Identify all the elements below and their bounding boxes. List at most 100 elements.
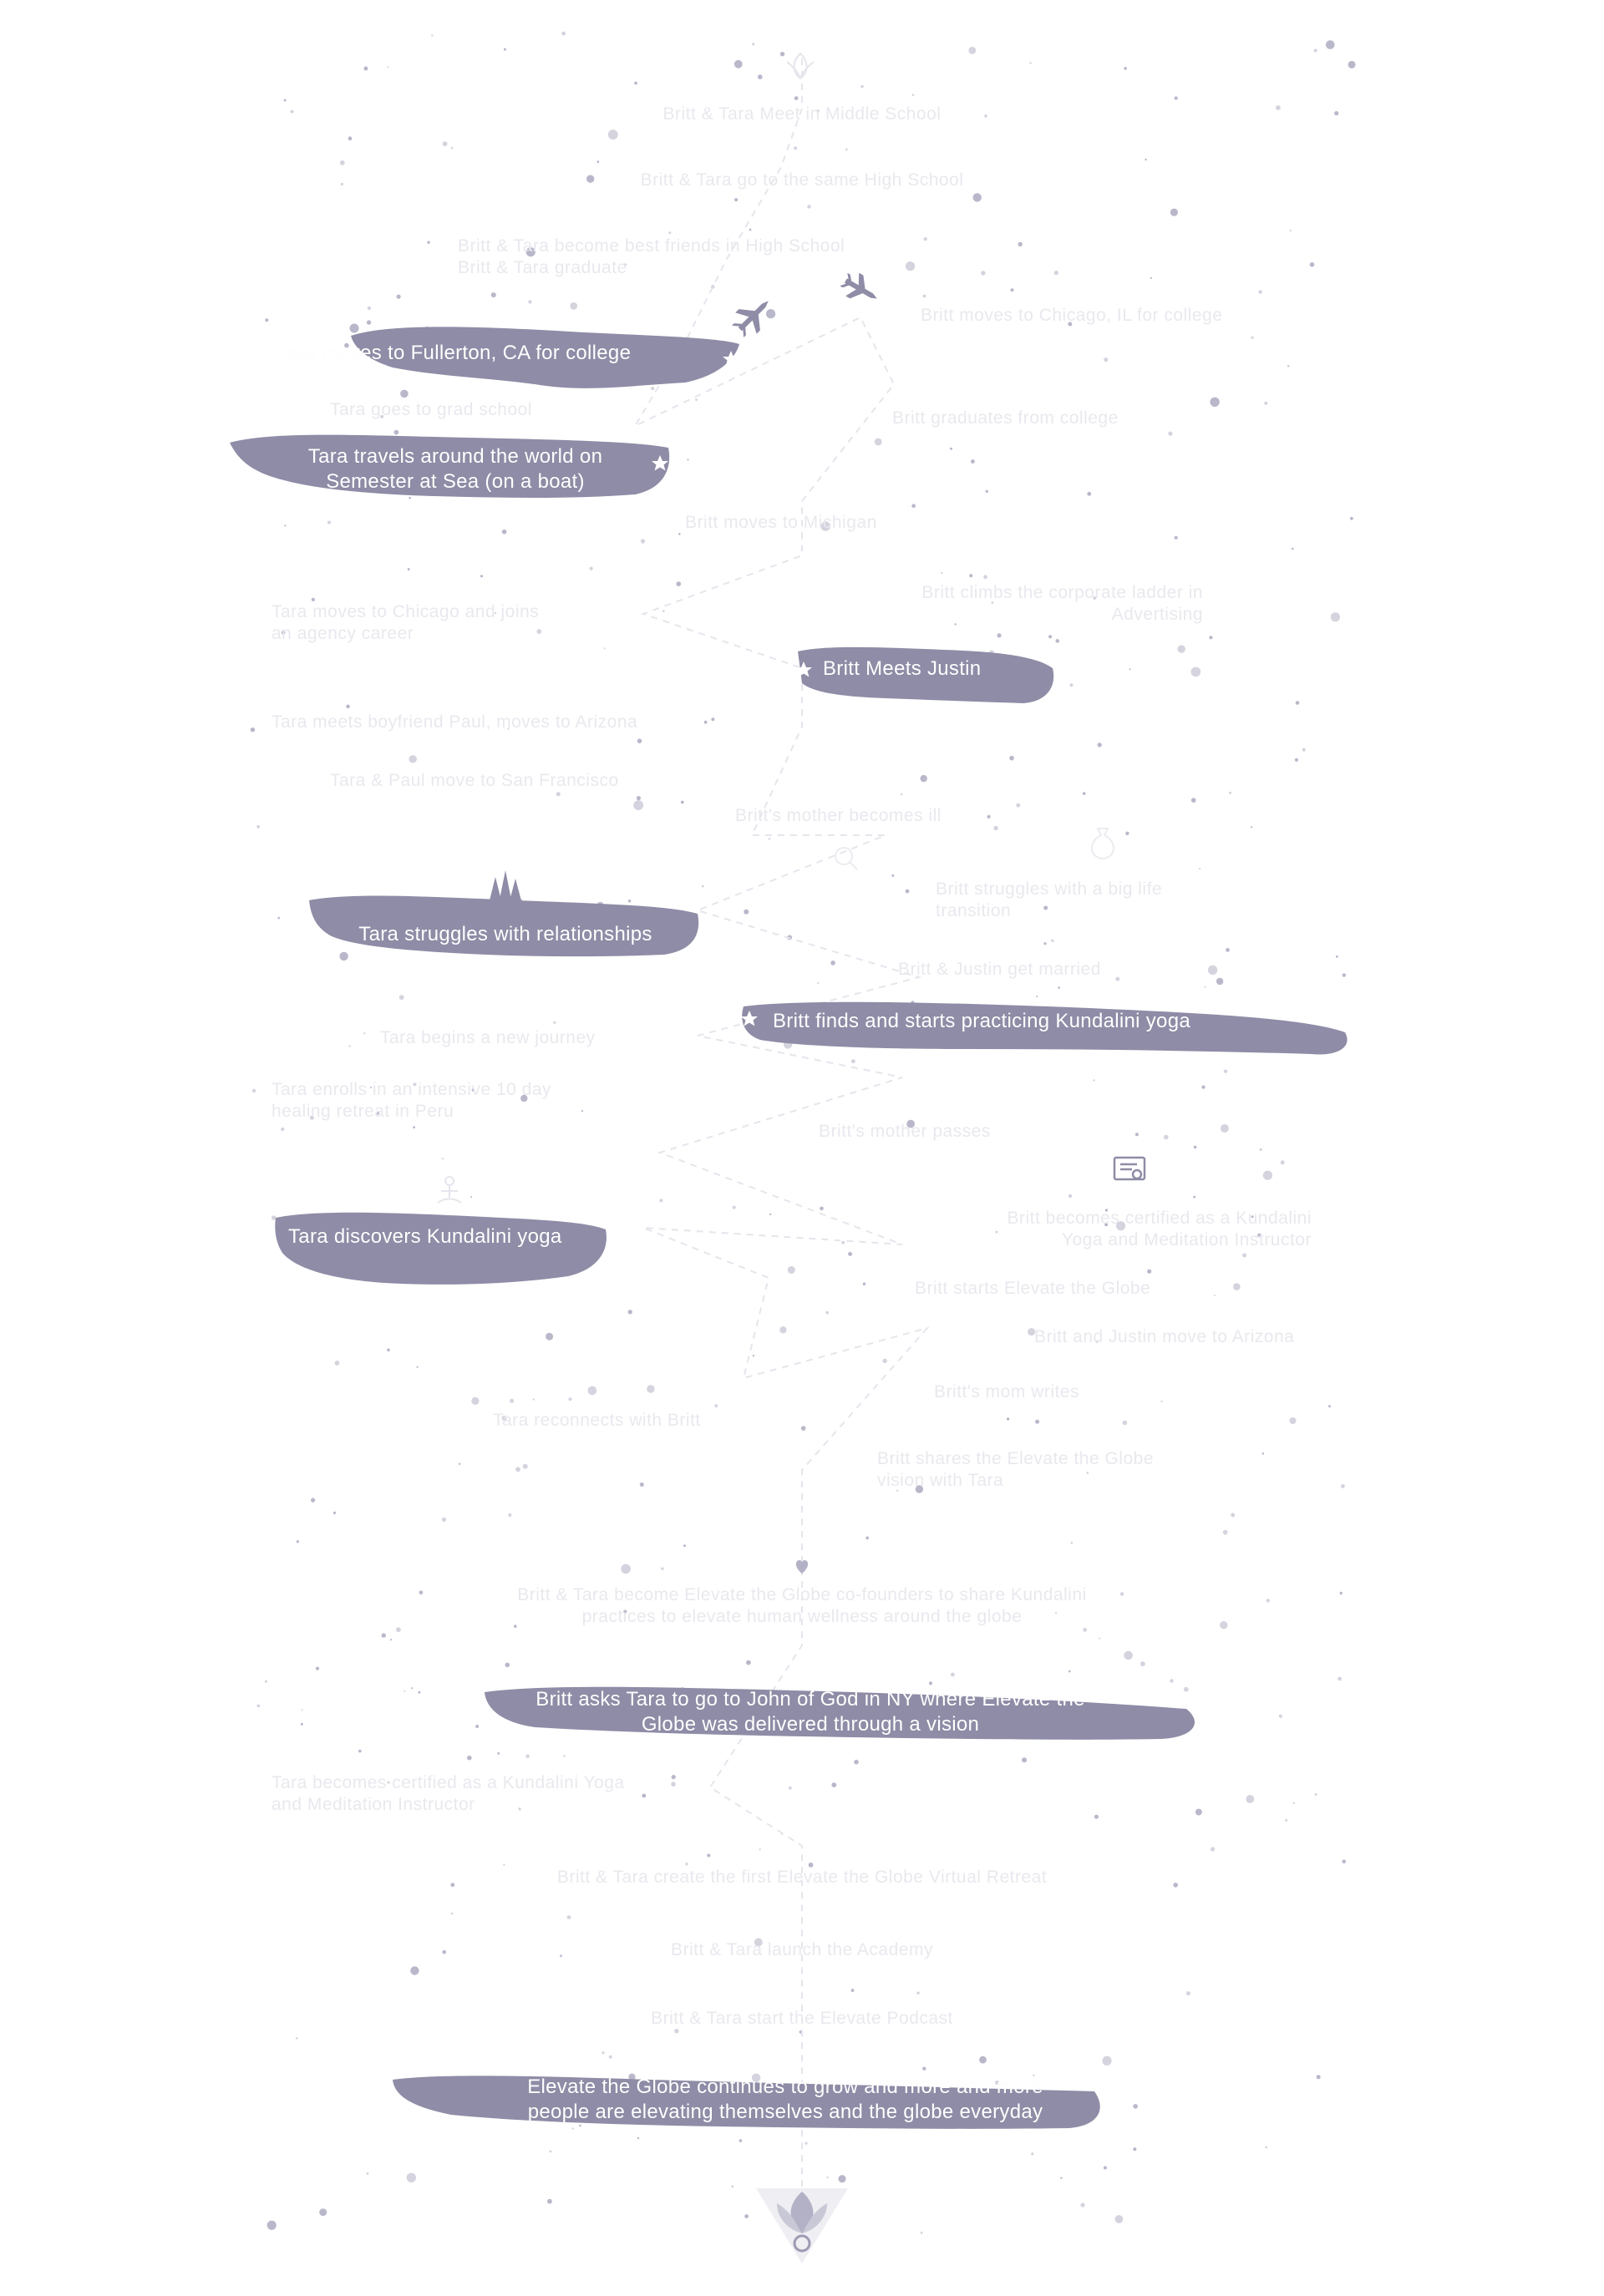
milestone-share-vision: Britt shares the Elevate the Globe visio… — [877, 1448, 1270, 1493]
milestone-tara-chicago: Tara moves to Chicago and joins an agenc… — [272, 601, 639, 646]
star-dot — [1010, 288, 1014, 292]
trees-icon — [485, 870, 525, 908]
star-dot — [1242, 1253, 1247, 1258]
milestone-tara-certified: Tara becomes certified as a Kundalini Yo… — [272, 1772, 739, 1817]
star-dot — [387, 1348, 390, 1352]
star-dot — [525, 247, 536, 257]
star-dot — [349, 323, 359, 333]
star-dot — [1022, 1757, 1028, 1763]
star-dot — [751, 2073, 761, 2082]
star-dot — [1330, 612, 1340, 622]
star-dot — [779, 1326, 787, 1334]
star-dot — [1350, 516, 1353, 520]
star-dot — [1223, 1069, 1228, 1073]
star-dot — [480, 575, 484, 578]
star-dot — [752, 1355, 755, 1357]
star-dot — [951, 1672, 955, 1677]
star-dot — [1280, 1160, 1285, 1165]
star-dot — [995, 1230, 998, 1234]
star-dot — [1266, 1599, 1270, 1603]
star-dot — [1173, 1883, 1178, 1888]
star-dot — [995, 2081, 999, 2085]
airplane-icon — [731, 301, 769, 338]
star-dot — [1048, 635, 1053, 639]
star-dot — [971, 459, 975, 464]
star-dot — [647, 1385, 655, 1393]
star-dot — [621, 1564, 631, 1574]
star-dot — [256, 824, 261, 829]
star-dot — [581, 1110, 584, 1113]
star-dot — [845, 148, 848, 151]
star-dot — [603, 647, 606, 650]
star-dot — [1265, 2146, 1268, 2149]
star-dot — [860, 84, 864, 89]
star-dot — [954, 623, 957, 626]
star-dot — [418, 1690, 421, 1694]
star-dot — [1278, 1714, 1282, 1718]
star-dot — [561, 31, 566, 36]
star-dot — [1285, 1819, 1288, 1822]
star-dot — [1246, 1795, 1255, 1803]
star-dot — [413, 1126, 415, 1129]
meditation-icon — [437, 1176, 462, 1204]
star-dot — [501, 1415, 507, 1421]
star-dot — [1124, 67, 1127, 70]
star-dot — [265, 1680, 267, 1683]
star-dot — [746, 1660, 751, 1665]
star-dot — [922, 2066, 926, 2070]
star-dot — [1054, 1612, 1058, 1614]
milestone-britt-certified: Britt becomes certified as a Kundalini Y… — [835, 1208, 1312, 1252]
star-dot — [1233, 1283, 1241, 1290]
star-dot — [817, 981, 820, 984]
star-dot — [826, 2176, 829, 2179]
star-dot — [1069, 683, 1074, 687]
star-dot — [367, 306, 372, 311]
star-dot — [687, 459, 689, 461]
star-dot — [769, 1213, 772, 1216]
star-dot — [628, 2073, 636, 2081]
star-dot — [366, 2172, 369, 2175]
star-dot — [300, 1722, 303, 1726]
star-dot — [906, 261, 916, 271]
brush-7 — [485, 1686, 1195, 1740]
star-dot — [547, 2198, 552, 2204]
star-dot — [1006, 1417, 1010, 1421]
star-dot — [1150, 276, 1152, 279]
star-dot — [636, 796, 642, 801]
star-dot — [695, 398, 698, 401]
highlight-britt-kundalini: Britt finds and starts practicing Kundal… — [773, 1010, 1190, 1032]
star-dot — [752, 43, 755, 46]
star-dot — [911, 504, 916, 508]
star-dot — [1190, 798, 1196, 803]
star-dot — [560, 1954, 562, 1958]
star-dot — [1104, 357, 1109, 362]
star-dot — [1097, 743, 1102, 748]
star-dot — [450, 1883, 455, 1888]
milestone-high-school: Britt & Tara go to the same High School — [640, 170, 964, 190]
star-dot — [685, 1863, 688, 1866]
star-dot — [1125, 831, 1129, 835]
star-dot — [518, 1807, 521, 1811]
star-dot — [841, 1240, 845, 1244]
star-dot — [922, 294, 926, 298]
star-dot — [1036, 996, 1038, 997]
star-dot — [277, 916, 281, 920]
star-dot — [905, 889, 910, 894]
milestone-line: healing retreat in Peru — [272, 1102, 454, 1122]
star-dot — [344, 342, 349, 348]
star-dot — [1338, 1676, 1342, 1681]
star-dot — [514, 1624, 517, 1628]
star-dot — [1122, 1420, 1128, 1426]
star-dot — [993, 825, 998, 831]
star-dot — [549, 2150, 552, 2153]
star-dot — [1328, 1405, 1331, 1408]
star-dot — [1342, 1859, 1346, 1864]
star-dot — [1028, 1328, 1036, 1336]
milestone-line: Britt shares the Elevate the Globe — [877, 1449, 1155, 1468]
star-dot — [1186, 1991, 1190, 1996]
brush-2 — [230, 434, 670, 498]
milestone-podcast: Britt & Tara start the Elevate Podcast — [651, 2009, 953, 2028]
star-dot — [800, 1426, 806, 1431]
star-dot — [393, 429, 399, 435]
